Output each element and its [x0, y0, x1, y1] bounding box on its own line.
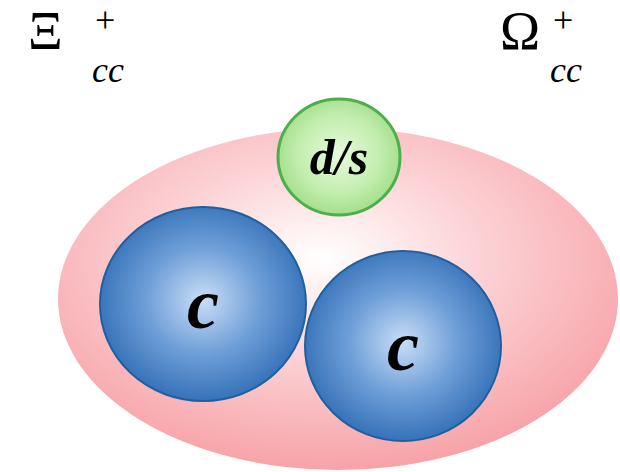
- baryon-symbol: Ω: [500, 4, 540, 58]
- quark-ellipse: [100, 207, 306, 401]
- charm-quark: c: [303, 249, 503, 443]
- flavour-subscript: cc: [92, 52, 124, 88]
- quark-text-holder: d/s: [275, 96, 403, 218]
- charge-superscript: +: [553, 2, 573, 38]
- charm-quark: c: [98, 205, 308, 403]
- quark-ellipse: [305, 251, 501, 441]
- quark-label: d/s: [310, 128, 368, 186]
- quark-text-holder: c: [98, 205, 308, 403]
- baryon-body: [58, 128, 618, 470]
- light-quark: d/s: [275, 96, 403, 218]
- flavour-subscript: cc: [550, 52, 582, 88]
- quark-ellipse: [278, 99, 400, 215]
- quark-label: c: [187, 263, 219, 346]
- charge-superscript: +: [95, 2, 115, 38]
- baryon-symbol: Ξ: [28, 4, 63, 58]
- quark-label: c: [387, 305, 419, 388]
- quark-text-holder: c: [303, 249, 503, 443]
